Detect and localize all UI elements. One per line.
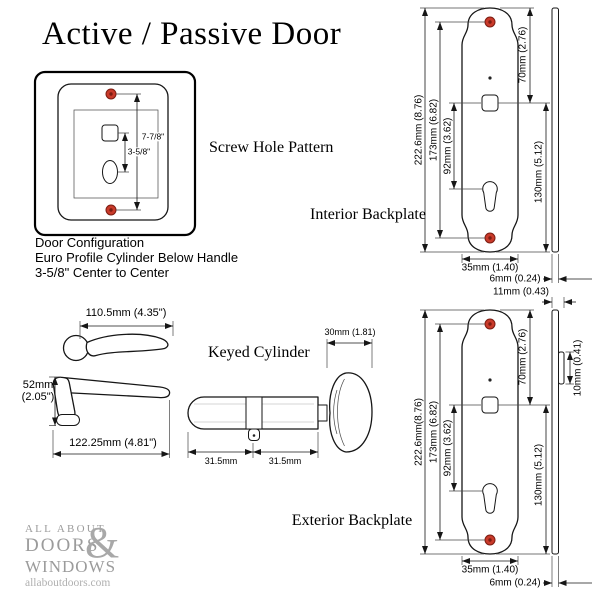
exterior-handle-to-bottom-dim: 130mm (5.12) <box>533 443 545 507</box>
screw-spacing-dim: 7-7/8" <box>140 131 166 142</box>
screw-hole-bottom-center <box>488 538 492 542</box>
exterior-backplate-label: Exterior Backplate <box>291 512 413 530</box>
exterior-profile-depth-dim: 11mm (0.43) <box>493 286 549 298</box>
page-title: Active / Passive Door <box>42 16 342 52</box>
logo-website: allaboutdoors.com <box>25 577 111 589</box>
cam-screw-dot <box>252 434 256 437</box>
logo-line1: ALL ABOUT <box>25 523 106 535</box>
pattern-box-border <box>33 70 197 237</box>
interior-thickness-dim: 6mm (0.24) <box>489 273 541 285</box>
screw-hole-top-center <box>488 322 492 326</box>
interior-screw-spacing-dim: 173mm (6.82) <box>428 98 440 162</box>
door-config-line1: Door Configuration <box>35 235 145 250</box>
screw-hole-bottom-center <box>488 236 492 240</box>
logo-ampersand: & <box>85 518 120 567</box>
euro-cylinder-cutout <box>482 181 498 212</box>
screw-hole-bottom-center <box>109 208 113 212</box>
interior-handle-to-cylinder-dim: 92mm (3.62) <box>442 117 454 175</box>
handle-top-length-dim: 110.5mm (4.35") <box>85 306 167 319</box>
plate-outline <box>461 7 519 253</box>
spindle-hole <box>481 94 499 112</box>
cylinder-hole <box>102 160 118 184</box>
handle-overall-length-dim: 122.25mm (4.81") <box>69 436 157 449</box>
door-config-line2: Euro Profile Cylinder Below Handle <box>35 250 239 265</box>
cylinder-dimensions <box>187 339 373 458</box>
screw-hole-top-center <box>488 20 492 24</box>
thumbturn-width-dim: 30mm (1.81) <box>324 327 376 338</box>
center-to-center-dim: 3-5/8" <box>126 146 152 157</box>
exterior-boss-depth-dim: 10mm (0.41) <box>572 339 584 397</box>
screw-hole-pattern-label: Screw Hole Pattern <box>209 139 334 156</box>
euro-cylinder-cutout <box>482 483 498 514</box>
cylinder-left-half-dim: 31.5mm <box>204 456 238 467</box>
exterior-backplate-drawing <box>461 309 565 555</box>
cylinder-right-half-dim: 31.5mm <box>268 456 302 467</box>
thumbturn-stem <box>317 404 328 422</box>
plate-outline <box>57 83 169 221</box>
lock-body-outline <box>73 109 159 199</box>
handle-front-view <box>49 376 171 458</box>
lever-arm-top <box>85 333 169 357</box>
handle-top-dimension <box>79 321 174 339</box>
alignment-dot <box>488 76 492 80</box>
keyed-cylinder-label: Keyed Cylinder <box>208 344 310 361</box>
screw-hole-top-center <box>109 92 113 96</box>
interior-handle-to-bottom-dim: 130mm (5.12) <box>533 140 545 204</box>
spindle-hole <box>481 396 499 414</box>
handle-foot <box>56 414 80 426</box>
lever-rosette <box>62 334 90 362</box>
plate-outline <box>461 309 519 555</box>
screw-hole-pattern-diagram <box>33 70 197 237</box>
exterior-overall-height-dim: 222.6mm(8.76) <box>413 398 425 466</box>
exterior-width-dim: 35mm (1.40) <box>461 564 519 576</box>
lever-arm-front <box>62 376 171 399</box>
handle-height-in-dim: (2.05") <box>21 390 55 403</box>
spindle-hole <box>101 124 119 142</box>
interior-dimensions <box>420 7 592 308</box>
keyed-cylinder-drawing <box>187 339 373 458</box>
handle-front-dimensions <box>49 376 170 458</box>
exterior-screw-spacing-dim: 173mm (6.82) <box>428 400 440 464</box>
side-profile-strip <box>551 309 559 555</box>
cylinder-cam-ring <box>245 396 263 430</box>
handle-height-mm-dim: 52mm <box>22 378 54 391</box>
exterior-handle-to-cylinder-dim: 92mm (3.62) <box>442 419 454 477</box>
door-config-line3: 3-5/8" Center to Center <box>35 265 169 280</box>
exterior-top-to-handle-dim: 70mm (2.76) <box>517 328 529 386</box>
interior-overall-height-dim: 222.6mm (8.76) <box>413 94 425 166</box>
exterior-dimensions <box>420 309 592 587</box>
interior-backplate-drawing <box>461 7 559 253</box>
interior-backplate-label: Interior Backplate <box>310 206 426 224</box>
logo-line3: WINDOWS <box>25 557 117 576</box>
handle-boss <box>558 351 565 385</box>
thumbturn-ridges <box>333 378 345 447</box>
logo-line2: DOORS <box>25 535 100 556</box>
interior-width-dim: 35mm (1.40) <box>461 262 519 274</box>
thumbturn <box>329 372 373 453</box>
alignment-dot <box>488 378 492 382</box>
side-profile-strip <box>551 7 559 253</box>
handle-top-view <box>62 321 174 362</box>
interior-top-to-handle-dim: 70mm (2.76) <box>517 26 529 84</box>
exterior-thickness-dim: 6mm (0.24) <box>489 577 541 589</box>
